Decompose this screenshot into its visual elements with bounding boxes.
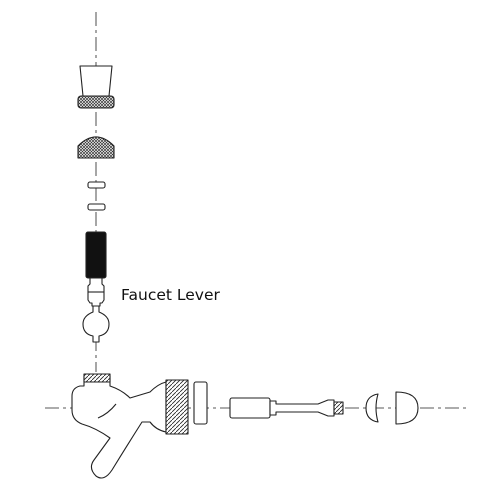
- flange-gasket: [193, 381, 208, 425]
- body-shank-thread: [165, 379, 189, 435]
- lever-grip-sleeve: [85, 231, 107, 279]
- tap-handle-knob: [77, 65, 115, 109]
- washer-lower: [87, 203, 106, 211]
- faucet-lever-label: Faucet Lever: [121, 286, 220, 304]
- faucet-lever: [82, 231, 110, 343]
- washer-upper: [87, 181, 106, 189]
- spindle-shaft: [229, 397, 344, 419]
- dome-cap: [395, 391, 419, 425]
- spindle-tip: [333, 401, 344, 415]
- knurled-collar: [77, 136, 115, 159]
- body-top-thread: [83, 373, 111, 383]
- coupling-washer: [365, 393, 379, 423]
- lever-ball-joint: [82, 305, 110, 343]
- faucet-body: [71, 373, 189, 479]
